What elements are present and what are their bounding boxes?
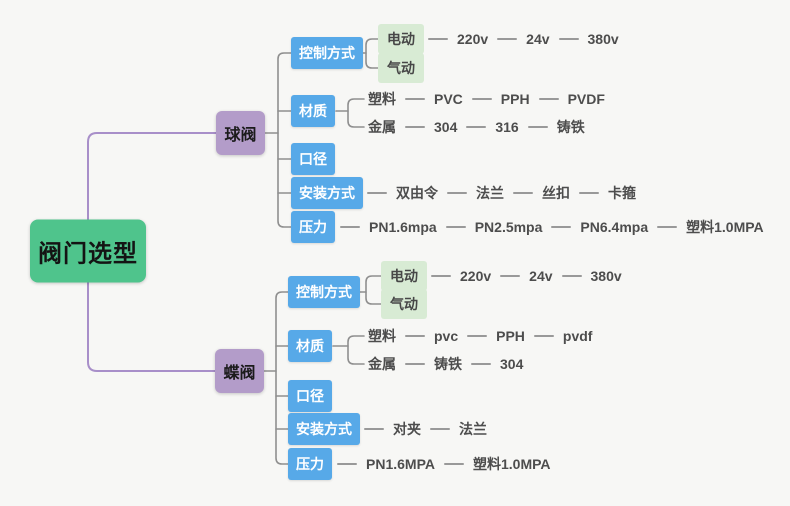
connector-dash: [558, 38, 579, 40]
connector-dash: [405, 126, 425, 128]
connector-dash: [430, 428, 450, 430]
category-node-diameter[interactable]: 口径: [288, 380, 332, 412]
connector-dash: [467, 335, 488, 337]
chain-node[interactable]: 220v: [457, 31, 489, 47]
connector-dash: [447, 192, 467, 194]
chain-node[interactable]: PN1.6MPA: [366, 456, 435, 472]
chain-node[interactable]: PN1.6mpa: [369, 219, 437, 235]
chain-node[interactable]: 304: [434, 119, 458, 135]
chain-metal-materials: 金属 铸铁 304: [368, 354, 523, 374]
connector-dash: [500, 275, 521, 277]
chain-node[interactable]: 对夹: [393, 421, 421, 437]
category-node-install-mode[interactable]: 安装方式: [291, 177, 363, 209]
chain-node[interactable]: 塑料: [368, 91, 396, 107]
chain-plastic-materials: 塑料 pvc PPH pvdf: [368, 326, 592, 346]
connector-dash: [340, 226, 360, 228]
connector-dash: [471, 363, 491, 365]
chain-install-options: 对夹 法兰: [364, 419, 487, 439]
chain-node[interactable]: 220v: [460, 268, 492, 284]
chain-node[interactable]: PPH: [496, 328, 525, 344]
chain-node[interactable]: 金属: [368, 356, 396, 372]
chain-node[interactable]: 法兰: [459, 421, 487, 437]
connector-dash: [538, 98, 559, 100]
chain-node[interactable]: 304: [500, 356, 524, 372]
connector-dash: [428, 38, 448, 40]
chain-metal-materials: 金属 304 316 铸铁: [368, 117, 585, 137]
purple-connectors: [87, 132, 217, 372]
category-node-material[interactable]: 材质: [291, 95, 335, 127]
gray-connectors: [262, 38, 382, 465]
chain-plastic-materials: 塑料 PVC PPH PVDF: [368, 89, 605, 109]
chain-install-options: 双由令 法兰 丝扣 卡箍: [367, 183, 636, 203]
chain-node[interactable]: pvdf: [562, 328, 593, 344]
category-node-diameter[interactable]: 口径: [291, 143, 335, 175]
chain-node[interactable]: 铸铁: [434, 356, 462, 372]
branch-node-butterfly-valve[interactable]: 蝶阀: [215, 349, 264, 393]
chain-voltages: 220v 24v 380v: [428, 31, 619, 47]
chain-node[interactable]: 金属: [368, 119, 396, 135]
connector-dash: [533, 335, 554, 337]
leaf-node-pneumatic[interactable]: 气动: [378, 53, 424, 83]
connector-dash: [405, 98, 425, 100]
chain-node[interactable]: PN6.4mpa: [580, 219, 649, 235]
chain-node[interactable]: 24v: [526, 31, 550, 47]
connector-dash: [445, 226, 466, 228]
chain-node[interactable]: 380v: [587, 31, 619, 47]
chain-node[interactable]: 塑料: [368, 328, 396, 344]
connector-dash: [527, 126, 548, 128]
connector-dash: [466, 126, 487, 128]
category-node-pressure[interactable]: 压力: [291, 211, 335, 243]
leaf-node-electric[interactable]: 电动: [378, 24, 424, 54]
chain-node[interactable]: 卡箍: [608, 185, 636, 201]
branch-node-ball-valve[interactable]: 球阀: [216, 111, 265, 155]
connector-dash: [337, 463, 357, 465]
connector-dash: [431, 275, 451, 277]
root-node-valve-selection[interactable]: 阀门选型: [30, 219, 146, 283]
category-node-control-mode[interactable]: 控制方式: [288, 276, 360, 308]
chain-node[interactable]: PN2.5mpa: [474, 219, 543, 235]
connector-dash: [497, 38, 518, 40]
connector-dash: [405, 335, 425, 337]
chain-node[interactable]: PVC: [434, 91, 463, 107]
category-node-material[interactable]: 材质: [288, 330, 332, 362]
connector-dash: [405, 363, 425, 365]
chain-node[interactable]: 丝扣: [542, 185, 570, 201]
connector-dash: [579, 192, 599, 194]
category-node-install-mode[interactable]: 安装方式: [288, 413, 360, 445]
chain-voltages: 220v 24v 380v: [431, 268, 622, 284]
chain-node[interactable]: 双由令: [396, 185, 438, 201]
connector-dash: [367, 192, 387, 194]
connector-dash: [364, 428, 384, 430]
connector-dash: [561, 275, 582, 277]
chain-node[interactable]: 法兰: [476, 185, 504, 201]
chain-node[interactable]: 380v: [590, 268, 622, 284]
connector-dash: [657, 226, 678, 228]
chain-node[interactable]: 塑料1.0MPA: [686, 219, 764, 235]
chain-node[interactable]: 316: [495, 119, 519, 135]
chain-node[interactable]: pvc: [434, 328, 459, 344]
chain-pressure-options: PN1.6MPA 塑料1.0MPA: [337, 454, 551, 474]
chain-node[interactable]: 铸铁: [556, 119, 585, 135]
chain-node[interactable]: PVDF: [567, 91, 605, 107]
connector-dash: [443, 463, 464, 465]
category-node-control-mode[interactable]: 控制方式: [291, 37, 363, 69]
connector-dash: [551, 226, 572, 228]
chain-node[interactable]: 24v: [529, 268, 553, 284]
connector-dash: [513, 192, 533, 194]
chain-node[interactable]: 塑料1.0MPA: [472, 456, 551, 472]
connector-dash: [471, 98, 492, 100]
leaf-node-electric[interactable]: 电动: [381, 261, 427, 291]
category-node-pressure[interactable]: 压力: [288, 448, 332, 480]
chain-pressure-options: PN1.6mpa PN2.5mpa PN6.4mpa 塑料1.0MPA: [340, 217, 764, 237]
leaf-node-pneumatic[interactable]: 气动: [381, 289, 427, 319]
chain-node[interactable]: PPH: [500, 91, 530, 107]
